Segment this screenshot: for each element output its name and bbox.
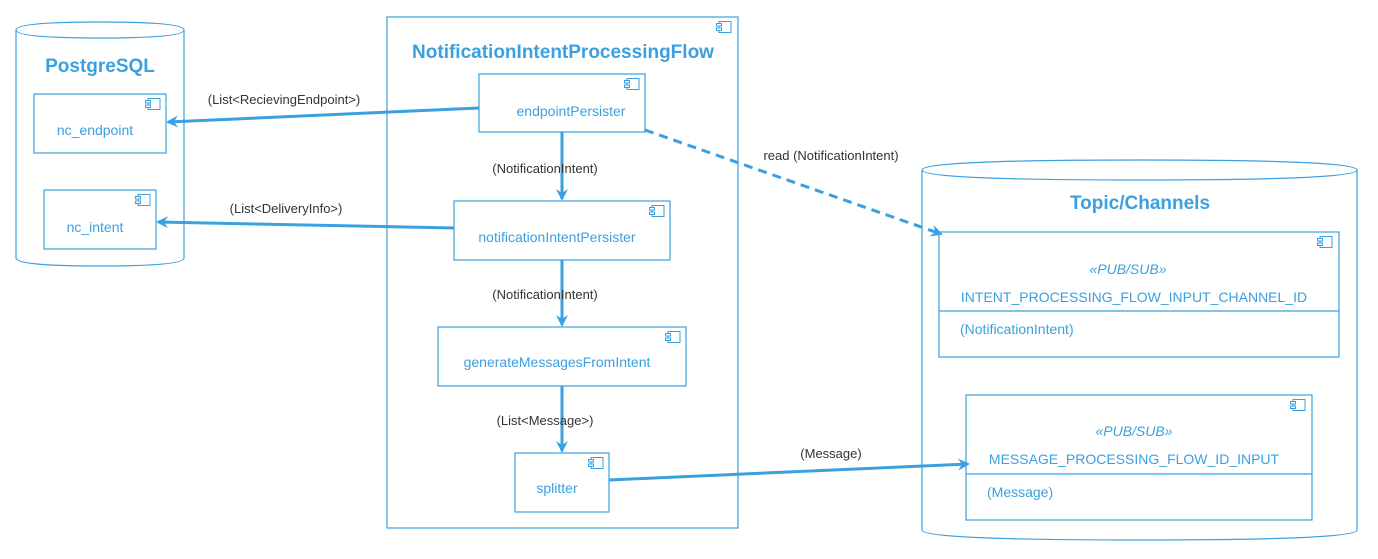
- splitter-label: splitter: [536, 480, 578, 496]
- nc-endpoint-component[interactable]: nc_endpoint: [33, 93, 167, 154]
- message-channel-payload: (Message): [987, 484, 1053, 500]
- intent-channel-name: INTENT_PROCESSING_FLOW_INPUT_CHANNEL_ID: [961, 289, 1307, 305]
- flow-title: NotificationIntentProcessingFlow: [412, 42, 714, 63]
- intent-channel-stereotype: «PUB/SUB»: [1089, 261, 1166, 277]
- generate-messages-label: generateMessagesFromIntent: [464, 354, 651, 370]
- component-icon: [649, 205, 665, 217]
- edge-label-list-message: (List<Message>): [497, 413, 594, 428]
- component-icon: [135, 194, 151, 206]
- component-icon: [665, 331, 681, 343]
- edge-label-list-delivery-info: (List<DeliveryInfo>): [230, 201, 343, 216]
- edge-endpoint-read-intent-channel: [644, 128, 943, 237]
- component-icon: [145, 98, 161, 110]
- edges: (List<RecievingEndpoint>) (List<Delivery…: [156, 92, 970, 482]
- message-channel-name: MESSAGE_PROCESSING_FLOW_ID_INPUT: [989, 451, 1280, 467]
- message-processing-channel[interactable]: «PUB/SUB» MESSAGE_PROCESSING_FLOW_ID_INP…: [965, 394, 1313, 521]
- splitter-component[interactable]: splitter: [514, 452, 610, 513]
- component-icon: [1317, 236, 1333, 248]
- component-icon: [588, 457, 604, 469]
- edge-intent-persister-to-nc-intent: [156, 216, 455, 230]
- message-channel-stereotype: «PUB/SUB»: [1095, 423, 1172, 439]
- component-icon: [1290, 399, 1306, 411]
- edge-label-notification-intent-1: (NotificationIntent): [492, 161, 598, 176]
- notification-intent-persister-component[interactable]: notificationIntentPersister: [453, 200, 671, 261]
- nc-intent-label: nc_intent: [67, 219, 124, 235]
- edge-label-read-notification-intent: read (NotificationIntent): [763, 148, 898, 163]
- edge-label-list-receiving-endpoint: (List<RecievingEndpoint>): [208, 92, 360, 107]
- endpoint-persister-component[interactable]: endpointPersister: [478, 73, 646, 133]
- component-icon: [624, 78, 640, 90]
- edge-endpoint-to-nc-endpoint: [166, 106, 480, 128]
- intent-processing-channel[interactable]: «PUB/SUB» INTENT_PROCESSING_FLOW_INPUT_C…: [938, 231, 1340, 358]
- edge-label-message: (Message): [800, 446, 861, 461]
- topics-title: Topic/Channels: [1070, 193, 1210, 214]
- nc-intent-component[interactable]: nc_intent: [43, 189, 157, 250]
- generate-messages-component[interactable]: generateMessagesFromIntent: [437, 326, 687, 387]
- intent-channel-payload: (NotificationIntent): [960, 321, 1074, 337]
- edge-splitter-to-message-channel: [608, 458, 970, 482]
- endpoint-persister-label: endpointPersister: [517, 103, 626, 119]
- postgres-title: PostgreSQL: [45, 56, 155, 77]
- nc-endpoint-label: nc_endpoint: [57, 122, 133, 138]
- edge-label-notification-intent-2: (NotificationIntent): [492, 287, 598, 302]
- notification-intent-persister-label: notificationIntentPersister: [478, 229, 636, 245]
- component-icon: [716, 21, 732, 33]
